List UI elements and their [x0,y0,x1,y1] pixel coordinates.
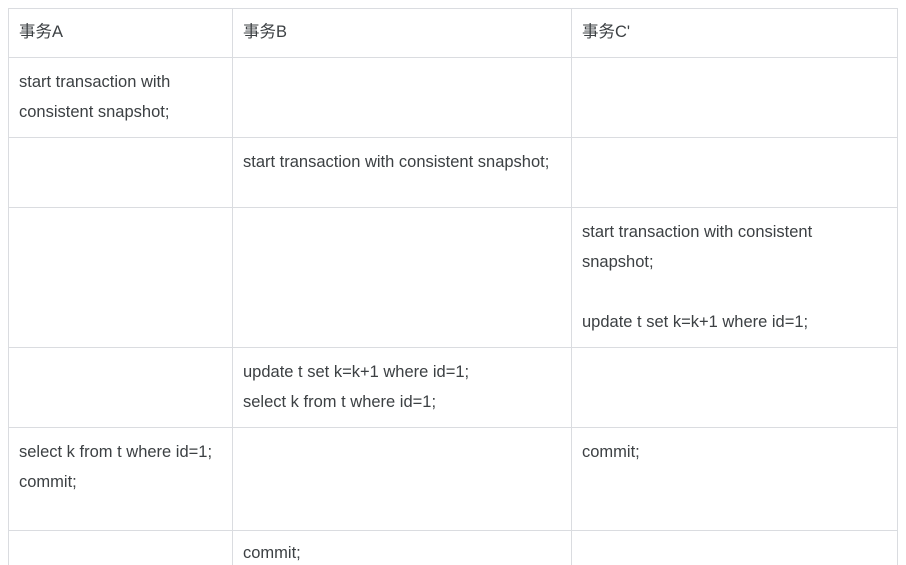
cell-text-line: update t set k=k+1 where id=1; [243,363,470,381]
cell-text-line: start transaction with consistent snapsh… [19,73,171,121]
transaction-timeline-table: 事务A 事务B 事务C' start transaction with cons… [8,8,898,565]
cell-text-line: update t set k=k+1 where id=1; [582,313,809,331]
cell-text-line: start transaction with consistent snapsh… [582,223,813,271]
table-row: commit; [8,530,898,565]
table-header-row: 事务A 事务B 事务C' [8,8,898,58]
cell-text-line: select k from t where id=1; [19,443,213,461]
column-header-transaction-c: 事务C' [571,8,898,58]
cell-c-4 [571,347,898,428]
cell-a-5: select k from t where id=1; commit; [8,427,233,531]
column-header-transaction-b: 事务B [232,8,572,58]
column-header-transaction-a: 事务A [8,8,233,58]
cell-a-1: start transaction with consistent snapsh… [8,57,233,138]
cell-text-line: commit; [582,443,640,461]
cell-c-2 [571,137,898,208]
cell-text-line: start transaction with consistent snapsh… [243,153,550,171]
cell-a-2 [8,137,233,208]
cell-b-2: start transaction with consistent snapsh… [232,137,572,208]
cell-text: commit; [582,437,887,467]
cell-c-3: start transaction with consistent snapsh… [571,207,898,348]
cell-b-4: update t set k=k+1 where id=1; select k f… [232,347,572,428]
cell-b-6: commit; [232,530,572,565]
cell-text: update t set k=k+1 where id=1; select k f… [243,357,561,417]
table-row: start transaction with consistent snapsh… [8,207,898,348]
cell-text: start transaction with consistent snapsh… [243,147,561,177]
cell-b-5 [232,427,572,531]
cell-text: start transaction with consistent snapsh… [582,217,887,337]
cell-text-line [582,277,887,307]
cell-c-1 [571,57,898,138]
cell-c-5: commit; [571,427,898,531]
cell-text-line: commit; [243,544,301,562]
cell-a-6 [8,530,233,565]
cell-a-3 [8,207,233,348]
table-row: select k from t where id=1; commit; commi… [8,427,898,531]
cell-text: select k from t where id=1; commit; [19,437,222,497]
cell-b-3 [232,207,572,348]
cell-a-4 [8,347,233,428]
table-row: start transaction with consistent snapsh… [8,137,898,208]
cell-b-1 [232,57,572,138]
cell-text-line: select k from t where id=1; [243,393,437,411]
cell-text: start transaction with consistent snapsh… [19,67,222,127]
table-row: update t set k=k+1 where id=1; select k f… [8,347,898,428]
cell-text-line: commit; [19,473,77,491]
table-body: start transaction with consistent snapsh… [8,57,898,565]
cell-text: commit; [243,538,561,565]
table-row: start transaction with consistent snapsh… [8,57,898,138]
transaction-table-container: 事务A 事务B 事务C' start transaction with cons… [8,8,898,565]
table-header: 事务A 事务B 事务C' [8,8,898,58]
cell-c-6 [571,530,898,565]
